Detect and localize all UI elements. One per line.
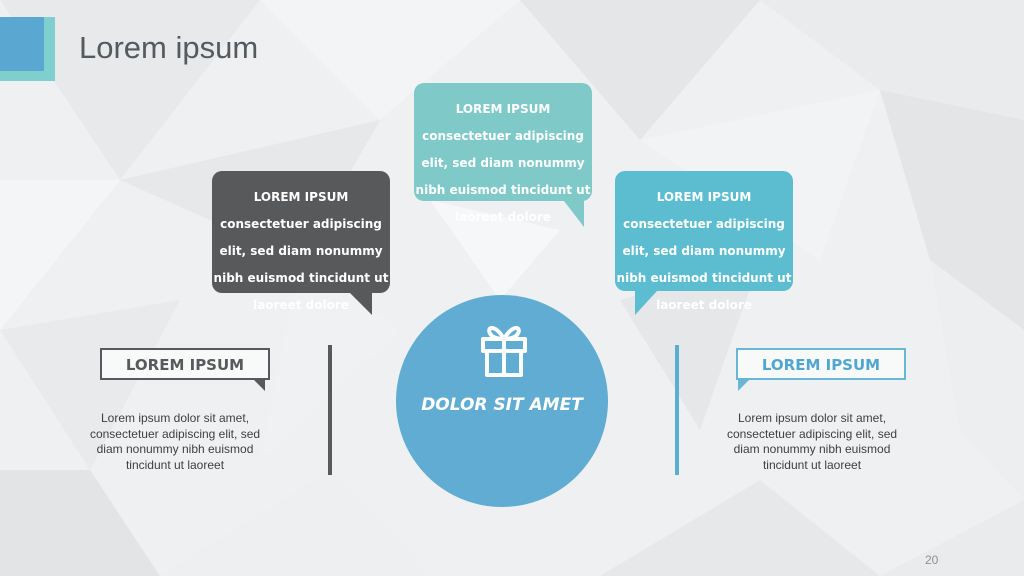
bubble-text-line: elit, sed diam nonummy bbox=[622, 244, 786, 258]
bubble-tail bbox=[350, 293, 372, 315]
speech-bubble-right: LOREM IPSUM consectetuer adipiscing elit… bbox=[615, 171, 793, 315]
bubble-text-line: laoreet dolore bbox=[656, 298, 752, 312]
bubble-text-line: laoreet dolore bbox=[253, 298, 349, 312]
bubble-text-line: consectetuer adipiscing bbox=[422, 129, 584, 143]
bubble-text-line: consectetuer adipiscing bbox=[220, 217, 382, 231]
bubble-tail bbox=[564, 201, 584, 227]
slide-title: Lorem ipsum bbox=[79, 30, 259, 65]
description-line: consectetuer adipiscing elit, sed bbox=[89, 426, 261, 441]
callout-box-left: LOREM IPSUM bbox=[100, 348, 270, 391]
callout-tail bbox=[252, 378, 265, 391]
gift-icon bbox=[481, 326, 527, 377]
description-line: tincidunt ut laoreet bbox=[762, 457, 862, 472]
center-circle: DOLOR SIT AMET bbox=[396, 295, 608, 507]
description-line: Lorem ipsum dolor sit amet, bbox=[737, 411, 887, 425]
description-right: Lorem ipsum dolor sit amet, consectetuer… bbox=[712, 411, 912, 473]
bubble-heading: LOREM IPSUM bbox=[656, 190, 752, 204]
callout-label: LOREM IPSUM bbox=[125, 356, 245, 374]
callout-label: LOREM IPSUM bbox=[761, 356, 881, 374]
page-number: 20 bbox=[925, 553, 939, 567]
bubble-text-line: nibh euismod tincidunt ut bbox=[213, 271, 389, 285]
center-label: DOLOR SIT AMET bbox=[421, 395, 583, 415]
divider-line-left bbox=[328, 345, 332, 475]
speech-bubble-left: LOREM IPSUM consectetuer adipiscing elit… bbox=[212, 171, 390, 315]
bubble-heading: LOREM IPSUM bbox=[455, 102, 551, 116]
bubble-heading: LOREM IPSUM bbox=[253, 190, 349, 204]
description-line: diam nonummy nibh euismod bbox=[733, 442, 891, 456]
speech-bubble-middle: LOREM IPSUM consectetuer adipiscing elit… bbox=[414, 83, 592, 227]
description-line: tincidunt ut laoreet bbox=[125, 457, 225, 472]
description-line: diam nonummy nibh euismod bbox=[96, 442, 254, 456]
bubble-text-line: nibh euismod tincidunt ut bbox=[616, 271, 792, 285]
description-line: Lorem ipsum dolor sit amet, bbox=[100, 411, 250, 425]
callout-box-right: LOREM IPSUM bbox=[736, 348, 906, 391]
description-left: Lorem ipsum dolor sit amet, consectetuer… bbox=[75, 411, 275, 473]
bubble-text-line: nibh euismod tincidunt ut bbox=[415, 183, 591, 197]
callout-tail bbox=[738, 378, 751, 391]
bubble-text-line: consectetuer adipiscing bbox=[623, 217, 785, 231]
corner-accent-blue bbox=[0, 17, 44, 71]
bubble-text-line: laoreet dolore bbox=[455, 210, 551, 224]
bubble-tail bbox=[635, 291, 657, 315]
description-line: consectetuer adipiscing elit, sed bbox=[726, 426, 898, 441]
divider-line-right bbox=[675, 345, 679, 475]
bubble-text-line: elit, sed diam nonummy bbox=[421, 156, 585, 170]
bubble-text-line: elit, sed diam nonummy bbox=[219, 244, 383, 258]
